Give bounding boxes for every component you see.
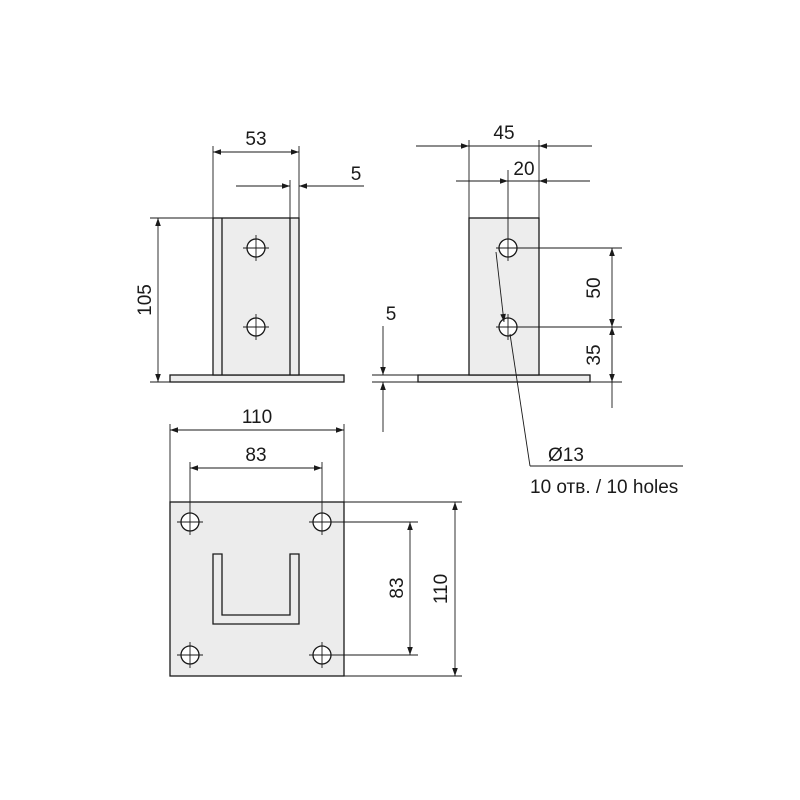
dim-side-depth-label: 45 xyxy=(493,123,514,144)
dim-side-hole-offset-label: 20 xyxy=(513,159,534,180)
dim-plan-hole-spacing-y-label: 83 xyxy=(387,577,408,598)
plan-channel-outline xyxy=(212,553,300,625)
dim-side-depth: 45 xyxy=(416,123,592,218)
side-view: 45 20 50 35 5 xyxy=(372,123,683,498)
plan-hole-top-left xyxy=(177,462,203,535)
holes-count-note: 10 отв. / 10 holes xyxy=(530,477,678,498)
front-hole-upper xyxy=(243,235,269,261)
dim-front-thickness: 5 xyxy=(236,164,364,218)
dim-plan-height-label: 110 xyxy=(431,574,452,604)
plan-hole-bottom-right xyxy=(309,642,418,668)
plan-view: 110 83 83 110 xyxy=(169,407,462,677)
dim-side-hole-spacing: 50 xyxy=(584,248,615,327)
plan-hole-top-right xyxy=(309,462,418,535)
plan-base-plate xyxy=(169,501,345,677)
dim-plate-thickness-label: 5 xyxy=(386,304,397,325)
dim-front-width-label: 53 xyxy=(245,129,266,150)
dim-plan-hole-spacing-y: 83 xyxy=(387,522,413,655)
dim-side-hole-bottom: 35 xyxy=(584,327,622,408)
side-hole-lower xyxy=(496,314,622,340)
front-base-plate xyxy=(169,374,345,383)
front-view: 53 5 105 xyxy=(135,129,364,383)
dim-plan-hole-spacing-x: 83 xyxy=(190,445,322,471)
side-base-plate xyxy=(417,374,591,383)
dim-plan-width-label: 110 xyxy=(242,407,272,428)
dim-front-thickness-label: 5 xyxy=(351,164,362,185)
dim-plate-thickness: 5 xyxy=(372,304,418,432)
dim-side-hole-offset: 20 xyxy=(456,159,590,184)
front-hole-lower xyxy=(243,314,269,340)
hole-leader: Ø13 10 отв. / 10 holes xyxy=(495,251,683,498)
hole-diameter-label: Ø13 xyxy=(548,445,584,466)
dim-front-height: 105 xyxy=(135,217,213,383)
dim-front-height-label: 105 xyxy=(135,284,156,316)
dim-side-hole-spacing-label: 50 xyxy=(584,277,605,298)
side-hole-upper xyxy=(496,170,622,261)
plan-hole-bottom-left xyxy=(177,642,203,668)
dim-plan-height: 110 xyxy=(344,501,462,677)
dim-side-hole-bottom-label: 35 xyxy=(584,344,605,365)
dim-plan-width: 110 xyxy=(169,407,345,502)
dim-plan-hole-spacing-x-label: 83 xyxy=(245,445,266,466)
dim-front-width: 53 xyxy=(212,129,300,218)
